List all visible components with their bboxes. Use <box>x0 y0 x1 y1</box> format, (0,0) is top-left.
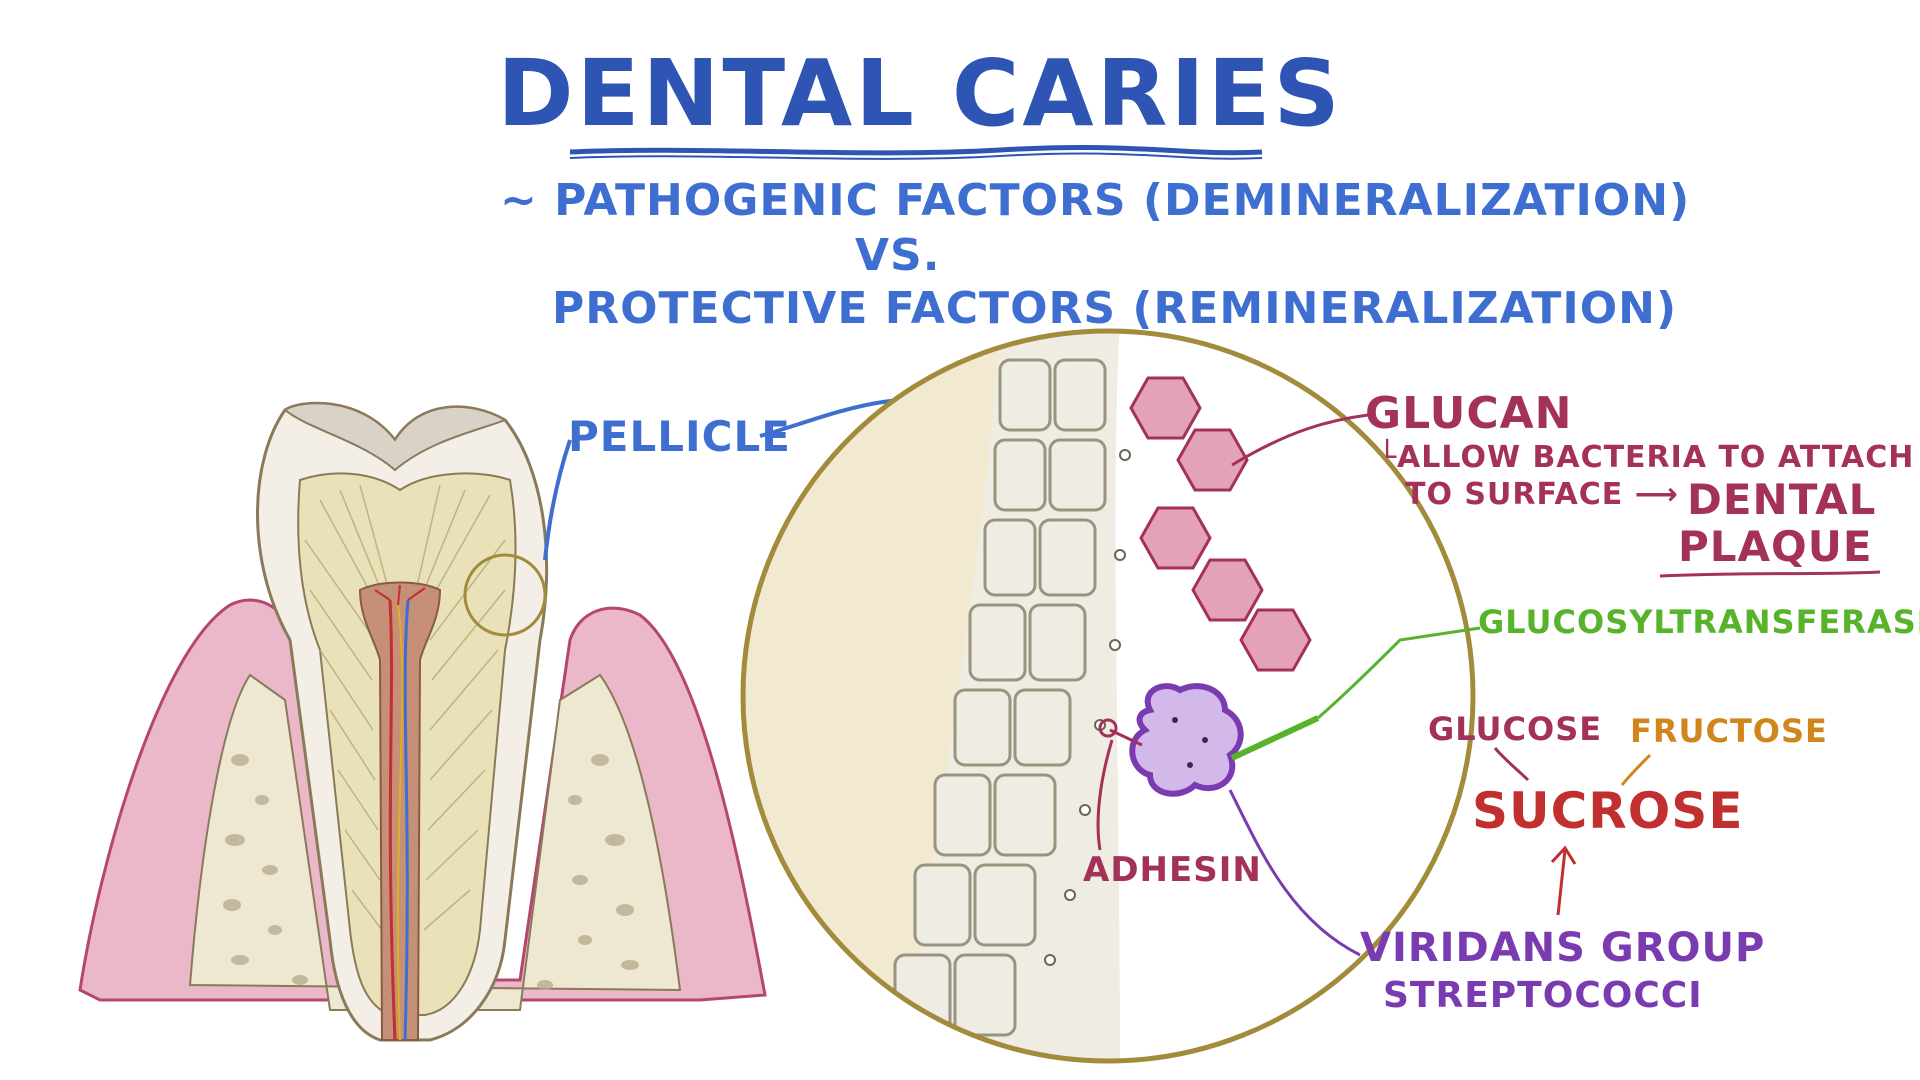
label-fructose: FRUCTOSE <box>1630 712 1828 750</box>
subtitle-pathogenic: ~ PATHOGENIC FACTORS (DEMINERALIZATION) <box>500 175 1691 226</box>
label-glucosyltransferase: GLUCOSYLTRANSFERASE <box>1478 603 1920 641</box>
label-viridans-line2: STREPTOCOCCI <box>1383 975 1703 1016</box>
zoom-circle <box>740 328 1476 1064</box>
label-glucose: GLUCOSE <box>1428 710 1603 748</box>
fructose-arrow <box>1620 753 1652 786</box>
adhesin-leader <box>1096 739 1114 851</box>
enamel-cells <box>893 358 1107 1037</box>
plaque-underline <box>1659 570 1881 578</box>
label-glucan-note-line2: TO SURFACE ⟶ <box>1405 477 1679 512</box>
tooth-illustration <box>78 401 767 1042</box>
label-adhesin: ADHESIN <box>1083 850 1262 890</box>
title-underline <box>569 144 1263 156</box>
label-viridans-line1: VIRIDANS GROUP <box>1360 925 1766 971</box>
label-glucan: GLUCAN <box>1365 388 1573 439</box>
label-dental: DENTAL <box>1687 475 1877 524</box>
subtitle-protective: PROTECTIVE FACTORS (REMINERALIZATION) <box>552 283 1678 334</box>
label-glucan-note-line1: └ALLOW BACTERIA TO ATTACH <box>1378 440 1915 475</box>
gtf-leader <box>1317 626 1481 720</box>
label-sucrose: SUCROSE <box>1472 782 1744 840</box>
page-title: DENTAL CARIES <box>497 40 1343 147</box>
label-plaque: PLAQUE <box>1678 522 1873 571</box>
viridans-bacterium <box>1129 683 1244 797</box>
viridans-leader <box>1228 789 1361 957</box>
bone <box>188 673 682 1011</box>
subtitle-vs: VS. <box>855 230 941 281</box>
label-pellicle: PELLICLE <box>568 412 791 461</box>
glucose-arrow <box>1493 747 1530 782</box>
glucan-leader <box>1231 413 1369 467</box>
sucrose-arrow <box>1556 849 1567 916</box>
zoom-marker <box>463 553 547 637</box>
glucan-chain <box>1129 376 1312 672</box>
